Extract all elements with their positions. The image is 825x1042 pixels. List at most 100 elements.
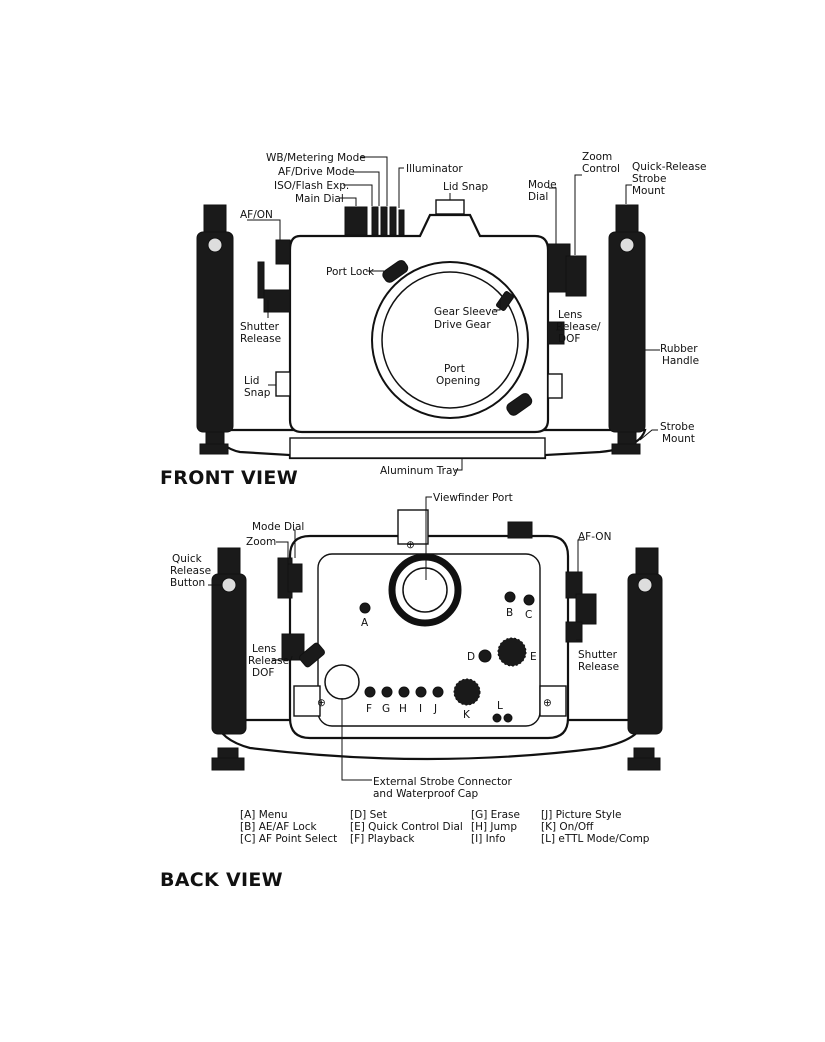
- label-quick-release-3: Mount: [632, 185, 665, 197]
- label-port-opening-2: Opening: [436, 375, 480, 387]
- leader-wb-metering: [360, 156, 388, 206]
- label-lens-release-1: Lens: [558, 309, 582, 321]
- label-lens-release-back-3: DOF: [252, 667, 274, 679]
- label-port-lock: Port Lock: [326, 266, 375, 278]
- front-lid-snap-top: [435, 199, 465, 215]
- back-left-screw-icon: ⊕: [317, 697, 326, 709]
- label-shutter-2: Release: [240, 333, 281, 345]
- leader-aluminum-tray: [455, 458, 463, 471]
- front-af-on-control: [275, 239, 291, 265]
- legend-g: [G] Erase: [471, 809, 520, 821]
- front-port-opening: [381, 271, 519, 409]
- back-left-foot: [217, 747, 239, 759]
- legend-c: [C] AF Point Select: [240, 833, 337, 845]
- button-e-quick-control-dial: [497, 637, 527, 667]
- label-rubber-handle-2: Handle: [662, 355, 699, 367]
- label-aluminum-tray: Aluminum Tray: [380, 465, 459, 477]
- button-j-picture-style: [432, 686, 444, 698]
- label-external-strobe-1: External Strobe Connector: [373, 776, 512, 788]
- back-viewfinder-bracket: [397, 509, 429, 545]
- button-l-ettl-1: [492, 713, 502, 723]
- leader-af-on: [247, 219, 281, 240]
- leader-iso-flash: [343, 184, 373, 206]
- front-shutter-release: [263, 289, 291, 313]
- label-mode-dial-2: Dial: [528, 191, 548, 203]
- label-port-opening-1: Port: [444, 363, 465, 375]
- front-left-grip: [196, 231, 234, 433]
- letter-j: J: [433, 703, 437, 715]
- leader-mode-dial: [549, 187, 557, 244]
- label-strobe-mount-2: Mount: [662, 433, 695, 445]
- legend-f: [F] Playback: [350, 833, 415, 845]
- front-shutter-lever: [257, 261, 265, 299]
- back-right-grip-button: [637, 577, 653, 593]
- legend-a: [A] Menu: [240, 809, 288, 821]
- letter-d: D: [467, 651, 475, 663]
- viewfinder-screw-icon: ⊕: [406, 539, 415, 551]
- button-i-info: [415, 686, 427, 698]
- legend-j: [J] Picture Style: [541, 809, 621, 821]
- back-quick-release-button: [221, 577, 237, 593]
- front-right-knob: [615, 204, 639, 234]
- letter-l: L: [497, 700, 503, 712]
- leader-strobe-mount: [639, 429, 658, 441]
- label-lens-release-back-2: Release/: [248, 655, 293, 667]
- letter-g: G: [382, 703, 390, 715]
- leader-viewfinder-port: [425, 496, 432, 580]
- front-view: WB/Metering Mode AF/Drive Mode ISO/Flash…: [160, 151, 707, 489]
- leader-mode-dial-back: [293, 529, 296, 558]
- front-right-handle: [608, 204, 646, 455]
- label-shutter-back-2: Release: [578, 661, 619, 673]
- label-zoom-back: Zoom: [246, 536, 276, 548]
- front-lid-snap-right: [547, 373, 563, 399]
- back-left-foot-base: [211, 757, 245, 771]
- back-af-on-control: [565, 571, 583, 599]
- label-lens-release-3: DOF: [558, 333, 580, 345]
- letter-b: B: [506, 607, 513, 619]
- label-lid-snap-1: Lid: [244, 375, 259, 387]
- letter-h: H: [399, 703, 407, 715]
- back-shutter-mechanism: [575, 593, 597, 625]
- leader-af-drive: [352, 171, 380, 206]
- button-l-ettl-2: [503, 713, 513, 723]
- back-right-foot-base: [627, 757, 661, 771]
- legend-e: [E] Quick Control Dial: [350, 821, 463, 833]
- back-right-screw-icon: ⊕: [543, 697, 552, 709]
- back-lid-snap-left: [293, 685, 321, 717]
- back-lens-lever: [299, 642, 325, 668]
- label-lens-release-back-1: Lens: [252, 643, 276, 655]
- leader-zoom-control: [574, 174, 582, 255]
- label-shutter-1: Shutter: [240, 321, 280, 333]
- back-external-strobe-cap: [324, 664, 360, 700]
- front-left-foot: [205, 431, 225, 445]
- leader-af-on-back: [577, 539, 584, 572]
- letter-i: I: [419, 703, 422, 715]
- back-right-grip: [627, 573, 663, 735]
- front-lid-snap-left: [275, 371, 291, 397]
- label-quick-release-back-1: Quick: [172, 553, 203, 565]
- label-af-drive: AF/Drive Mode: [278, 166, 355, 178]
- heading-back-view: BACK VIEW: [160, 869, 283, 891]
- label-strobe-mount-1: Strobe: [660, 421, 694, 433]
- heading-front-view: FRONT VIEW: [160, 467, 298, 489]
- button-g-erase: [381, 686, 393, 698]
- front-zoom-control: [565, 255, 587, 297]
- front-left-handle: [196, 204, 234, 455]
- back-view: ⊕ ⊕ ⊕ A B C: [170, 492, 663, 800]
- label-quick-release-back-2: Release: [170, 565, 211, 577]
- leader-main-dial: [340, 197, 357, 206]
- button-f-playback: [364, 686, 376, 698]
- legend-k: [K] On/Off: [541, 821, 594, 833]
- back-shutter-release: [565, 621, 583, 643]
- front-illuminator-button: [398, 209, 405, 236]
- button-legend: [A] Menu [B] AE/AF Lock [C] AF Point Sel…: [240, 809, 650, 845]
- letter-f: F: [366, 703, 372, 715]
- back-right-knob: [635, 547, 659, 575]
- label-mode-dial-back: Mode Dial: [252, 521, 304, 533]
- legend-h: [H] Jump: [471, 821, 517, 833]
- back-zoom-control: [287, 563, 303, 593]
- button-c-af-point: [523, 594, 535, 606]
- label-zoom-control-2: Control: [582, 163, 620, 175]
- label-quick-release-1: Quick-Release: [632, 161, 707, 173]
